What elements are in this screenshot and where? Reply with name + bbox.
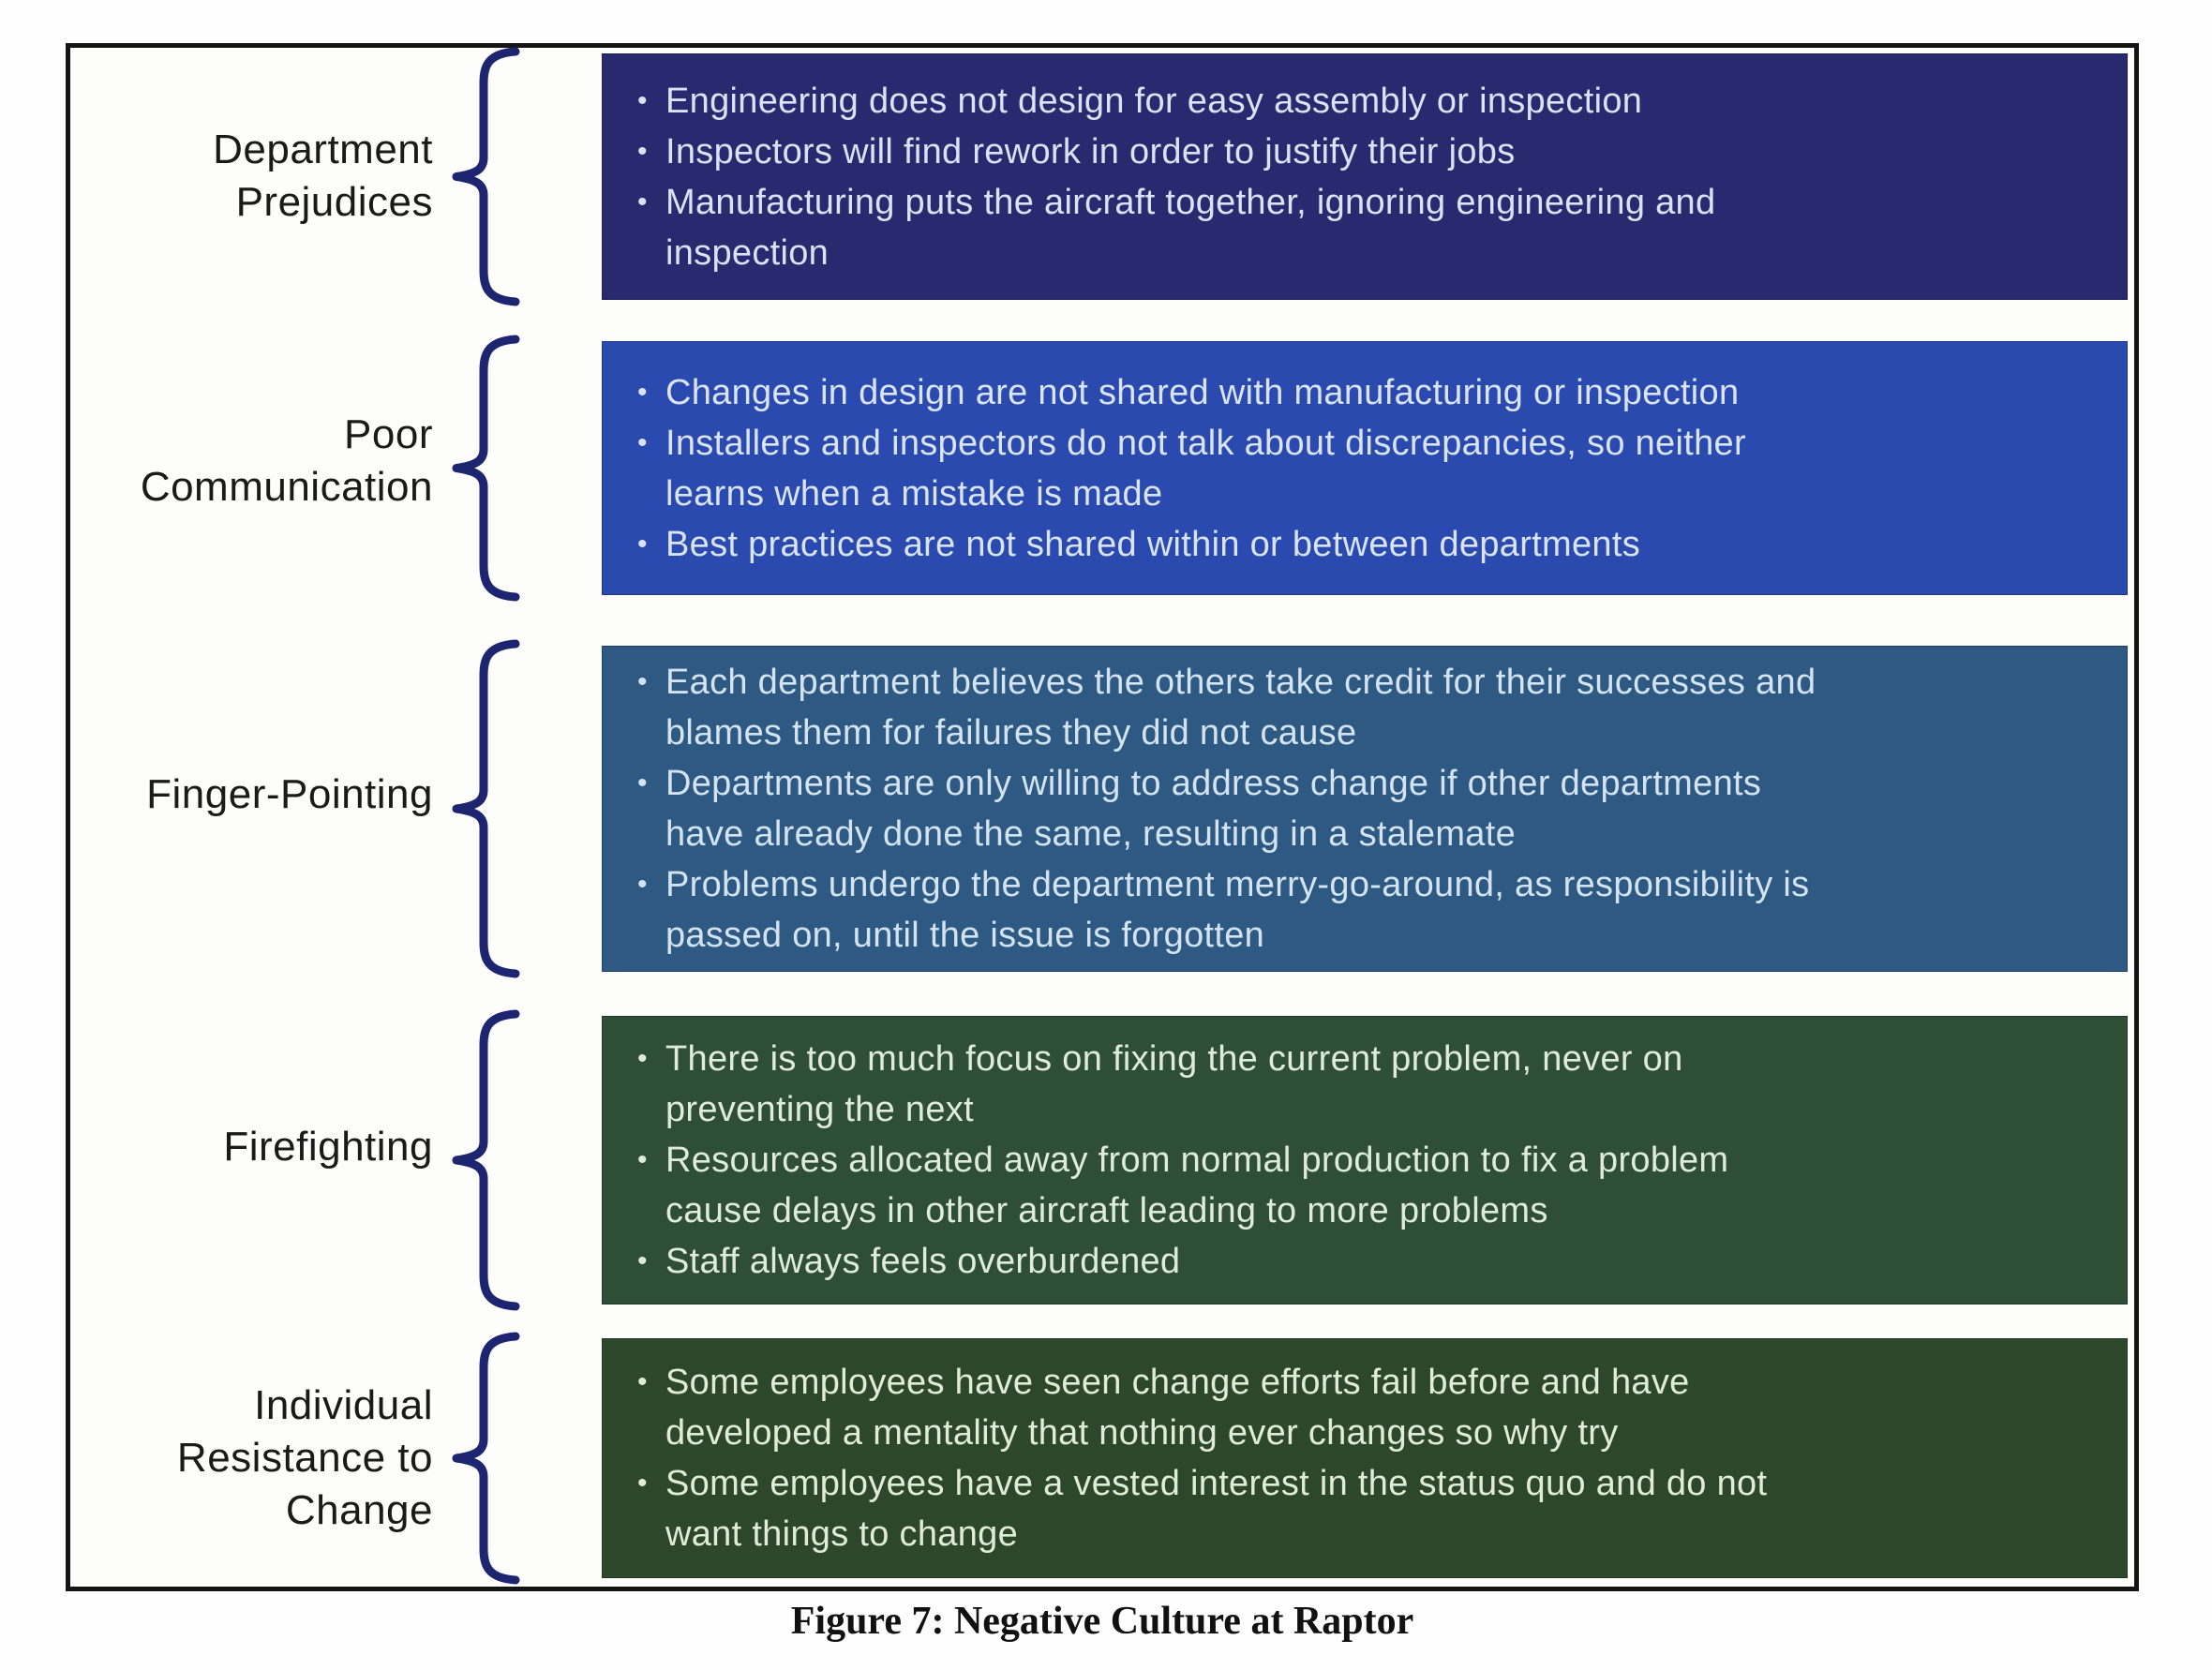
left-brace-finger-pointing (452, 639, 520, 978)
bullet-item: • Engineering does not design for easy as… (622, 76, 2101, 127)
bullet-text: Best practices are not shared within or … (665, 524, 1641, 564)
bullet-item: • Inspectors will find rework in order to… (622, 127, 2101, 177)
bullet-item: • Resources allocated away from normal pr… (622, 1135, 2101, 1236)
left-brace-department-prejudices (452, 47, 520, 306)
bullet-marker: • (637, 869, 648, 900)
bullet-item: • Best practices are not shared within or… (622, 519, 2101, 570)
section-label-department-prejudices: Department Prejudices (213, 127, 433, 225)
bullet-item: • Each department believes the others tak… (622, 657, 2101, 758)
bullet-marker: • (637, 1245, 648, 1276)
section-box-finger-pointing: • Each department believes the others tak… (602, 646, 2128, 972)
section-label-poor-communication: Poor Communication (140, 411, 433, 510)
bullet-item: • Some employees have seen change efforts… (622, 1357, 2101, 1458)
bullet-item: • Changes in design are not shared with m… (622, 367, 2101, 418)
bullet-text: Manufacturing puts the aircraft together… (665, 182, 1716, 273)
section-box-individual-resistance-to-change: • Some employees have seen change efforts… (602, 1338, 2128, 1578)
left-brace-individual-resistance-to-change (452, 1332, 520, 1585)
left-brace-firefighting (452, 1009, 520, 1311)
bullet-marker: • (637, 135, 648, 167)
section-label-individual-resistance-to-change: Individual Resistance to Change (176, 1382, 433, 1533)
bullet-text: Engineering does not design for easy ass… (665, 81, 1643, 121)
bullet-marker: • (637, 768, 648, 798)
bullet-item: • Installers and inspectors do not talk a… (622, 418, 2101, 519)
bullet-text: Changes in design are not shared with ma… (665, 372, 1740, 412)
bullet-item: • Staff always feels overburdened (622, 1236, 2101, 1287)
section-box-poor-communication: • Changes in design are not shared with m… (602, 341, 2128, 595)
bullet-text: Resources allocated away from normal pro… (665, 1141, 1729, 1230)
bullet-marker: • (637, 426, 648, 458)
bullet-item: • Some employees have a vested interest i… (622, 1458, 2101, 1559)
bullet-text: Departments are only willing to address … (665, 764, 1762, 854)
bullet-marker: • (637, 376, 648, 408)
bullet-item: • There is too much focus on fixing the c… (622, 1034, 2101, 1135)
bullet-marker: • (637, 1043, 648, 1074)
bullet-text: Some employees have seen change efforts … (665, 1363, 1690, 1453)
bullet-item: • Problems undergo the department merry-g… (622, 859, 2101, 961)
bullet-marker: • (637, 84, 648, 116)
bullet-text: Inspectors will find rework in order to … (665, 131, 1516, 171)
bullet-text: Each department believes the others take… (665, 663, 1816, 753)
bullet-text: Some employees have a vested interest in… (665, 1464, 1768, 1554)
section-box-firefighting: • There is too much focus on fixing the c… (602, 1016, 2128, 1305)
bullet-text: Problems undergo the department merry-go… (665, 865, 1810, 955)
bullet-item: • Departments are only willing to address… (622, 758, 2101, 859)
bullet-marker: • (637, 1144, 648, 1175)
bullet-marker: • (637, 1366, 648, 1397)
bullet-marker: • (637, 186, 648, 217)
bullet-text: Installers and inspectors do not talk ab… (665, 423, 1746, 514)
section-box-department-prejudices: • Engineering does not design for easy as… (602, 53, 2128, 300)
section-label-finger-pointing: Finger-Pointing (146, 771, 433, 818)
bullet-marker: • (637, 1468, 648, 1499)
bullet-marker: • (637, 666, 648, 697)
bullet-marker: • (637, 528, 648, 559)
figure-caption: Figure 7: Negative Culture at Raptor (790, 1600, 1414, 1643)
bullet-text: Staff always feels overburdened (665, 1242, 1181, 1281)
section-label-firefighting: Firefighting (223, 1124, 433, 1170)
bullet-item: • Manufacturing puts the aircraft togethe… (622, 177, 2101, 278)
left-brace-poor-communication (452, 335, 520, 602)
bullet-text: There is too much focus on fixing the cu… (665, 1039, 1683, 1129)
